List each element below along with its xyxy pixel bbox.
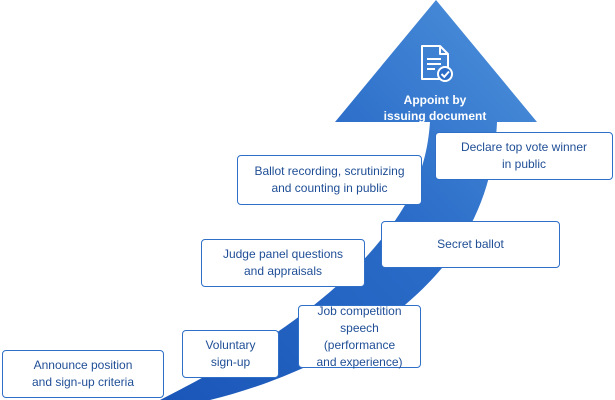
step-declare-winner: Declare top vote winner in public — [435, 132, 613, 180]
document-check-icon — [421, 45, 453, 82]
step-announce: Announce position and sign-up criteria — [2, 350, 164, 398]
step-speech: Job competition speech (performance and … — [298, 304, 421, 369]
goal-label: Appoint by issuing document — [383, 93, 487, 123]
arrow-body — [160, 0, 537, 400]
step-secret-ballot: Secret ballot — [381, 221, 560, 268]
step-voluntary: Voluntary sign-up — [182, 330, 279, 378]
step-judge: Judge panel questions and appraisals — [201, 239, 365, 287]
step-ballot-recording: Ballot recording, scrutinizing and count… — [237, 155, 422, 205]
